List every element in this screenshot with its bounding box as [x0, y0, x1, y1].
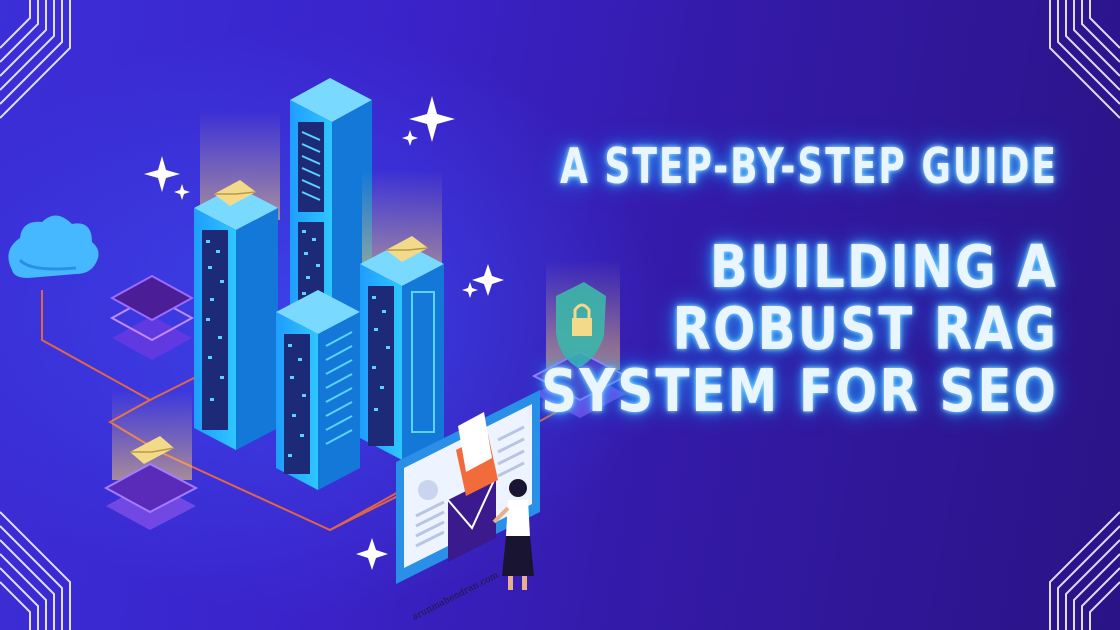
server-tower-icon	[290, 78, 372, 350]
title: BUILDING A ROBUST RAG SYSTEM FOR SEO	[498, 233, 1058, 425]
person-figure	[492, 479, 534, 590]
server-tower-icon	[360, 170, 444, 460]
envelope-icon	[130, 436, 175, 464]
circuit-corner-decoration	[0, 0, 150, 150]
circuit-corner-decoration	[0, 480, 150, 630]
data-center-illustration: arunmahendran.com	[8, 78, 629, 620]
platform-with-shield	[531, 260, 629, 418]
headline-block: A STEP-BY-STEP GUIDE BUILDING A ROBUST R…	[498, 130, 1058, 425]
title-line: BUILDING A	[709, 232, 1058, 302]
circuit-corner-decoration	[970, 0, 1120, 150]
server-tower-icon	[276, 290, 360, 490]
title-line: ROBUST RAG	[672, 294, 1058, 364]
watermark-text: arunmahendran.com	[411, 570, 501, 620]
title-line: SYSTEM FOR SEO	[541, 356, 1058, 426]
sparkle-icon	[144, 96, 504, 570]
envelope-icon	[386, 236, 429, 262]
subtitle: A STEP-BY-STEP GUIDE	[560, 139, 1058, 196]
circuit-corner-decoration	[970, 480, 1120, 630]
server-tower-icon	[194, 110, 280, 450]
cloud-icon	[8, 215, 99, 278]
envelope-icon	[214, 180, 257, 206]
platform-stack	[109, 274, 195, 360]
shield-lock-icon	[556, 282, 606, 368]
platform-with-envelope	[103, 390, 199, 530]
